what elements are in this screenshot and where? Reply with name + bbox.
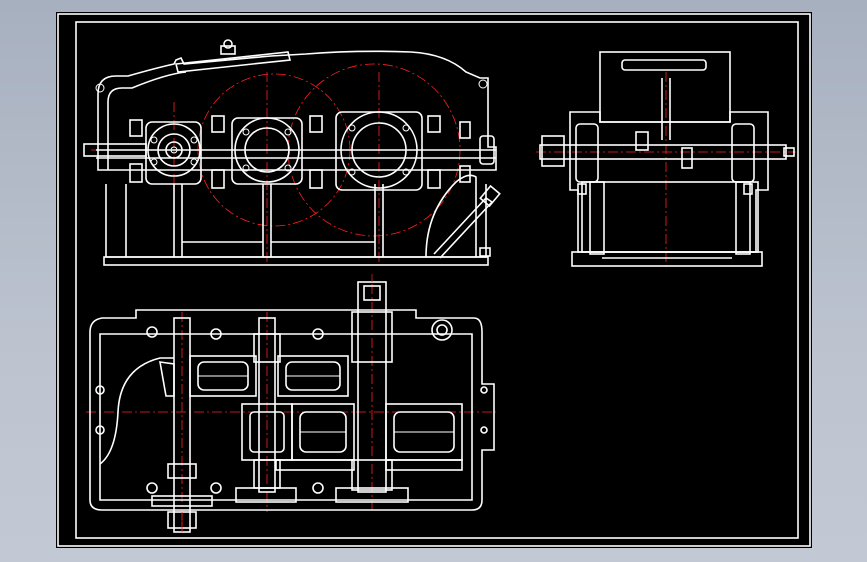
output-shaft-key [363,285,381,301]
plan-gear-2 [277,355,349,397]
oil-sight-glass [431,319,453,341]
gearbox-assembly-drawing [57,13,811,547]
side-bearing-left [575,123,599,183]
breather-plug [220,45,236,55]
outer-border [57,13,811,547]
housing-cover-outline [97,50,497,171]
side-shaft [539,144,787,160]
rib-3 [374,184,384,257]
flange-bolts [129,115,471,189]
inspection-cover [175,51,291,73]
plan-housing-outline [89,309,495,511]
cad-viewport[interactable] [56,12,812,548]
base-foot [103,256,489,266]
bearing-housing-right [335,111,423,191]
side-top-cover [599,51,731,123]
input-shaft-front [83,143,147,157]
plan-gear-5 [385,403,463,461]
base-housing-outline [105,184,487,258]
plan-view [86,274,496,533]
oil-dipstick [433,196,494,259]
plan-flange-bolts [95,326,488,494]
side-base-plate [571,251,763,267]
side-input-coupling [541,135,565,167]
bearing-housing-middle [231,117,303,185]
inner-border [75,21,799,539]
drain-plug [479,247,491,257]
side-view [536,51,796,270]
plan-breakout-section [99,357,174,465]
plan-gear-1 [189,355,257,397]
plan-intermediate-shaft [258,317,276,493]
bearing-housing-left [145,121,202,185]
rib-2 [262,184,272,257]
rib-1 [173,184,183,257]
front-view [83,39,501,266]
side-bearing-right [731,123,755,183]
